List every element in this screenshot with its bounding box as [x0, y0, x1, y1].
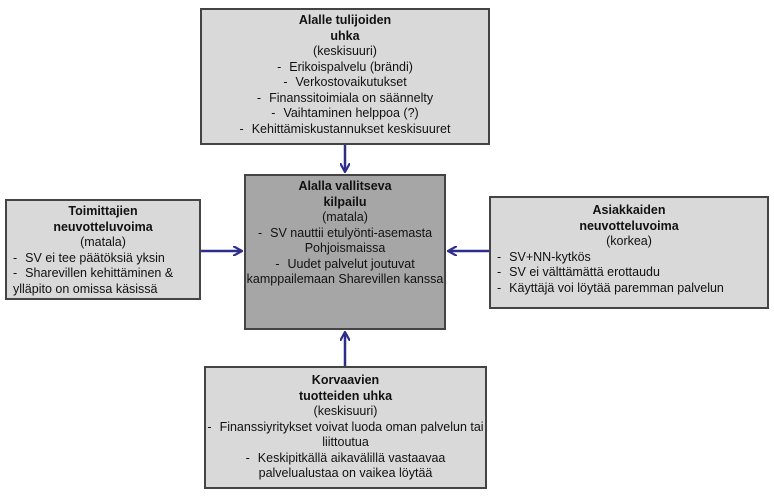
substitutes-title-1: Korvaavien	[311, 373, 380, 387]
new-entrants-box: Alalle tulijoiden uhka (keskisuuri) -Eri…	[200, 8, 490, 145]
rivalry-title-1: Alalla vallitseva	[298, 179, 392, 193]
substitutes-title-2: tuotteiden uhka	[298, 388, 393, 403]
substitutes-list: -Finanssiyritykset voivat luoda oman pal…	[206, 420, 485, 482]
list-item: -SV ei tee päätöksiä yksin	[13, 250, 165, 265]
supplier-power-level: (matala)	[80, 235, 126, 249]
list-item: -Erikoispalvelu (brändi)	[277, 59, 413, 74]
rivalry-title-2: kilpailu	[323, 194, 367, 209]
buyer-power-list: -SV+NN-kytkös -SV ei välttämättä erottau…	[491, 250, 767, 297]
list-item: -Finanssiyritykset voivat luoda oman pal…	[207, 419, 484, 450]
list-item: -Finanssitoimiala on säännelty	[256, 90, 434, 105]
new-entrants-list: -Erikoispalvelu (brändi) -Verkostovaikut…	[202, 60, 488, 138]
list-item: -Vaihtaminen helppoa (?)	[271, 106, 419, 120]
new-entrants-level: (keskisuuri)	[313, 44, 377, 58]
buyer-power-box: Asiakkaiden neuvotteluvoima (korkea) -SV…	[489, 196, 769, 309]
list-item: -Uudet palvelut joutuvat kamppailemaan S…	[246, 256, 444, 287]
list-item: -Keskipitkällä aikavälillä vastaavaa pal…	[245, 450, 446, 481]
supplier-power-title-2: neuvotteluvoima	[53, 219, 153, 234]
list-item: -Verkostovaikutukset	[283, 75, 407, 89]
buyer-power-title-1: Asiakkaiden	[592, 203, 666, 217]
supplier-power-title-1: Toimittajien	[68, 204, 138, 218]
list-item: -Kehittämiskustannukset keskisuuret	[239, 121, 451, 136]
new-entrants-title-2: uhka	[330, 28, 360, 43]
buyer-power-title-2: neuvotteluvoima	[579, 218, 679, 233]
supplier-power-box: Toimittajien neuvotteluvoima (matala) -S…	[5, 199, 201, 300]
substitutes-box: Korvaavien tuotteiden uhka (keskisuuri) …	[204, 366, 487, 489]
list-item: -SV nauttii etulyönti-asemasta Pohjoisma…	[257, 225, 433, 256]
supplier-power-list: -SV ei tee päätöksiä yksin -Sharevillen …	[7, 251, 199, 298]
rivalry-list: -SV nauttii etulyönti-asemasta Pohjoisma…	[246, 226, 444, 288]
substitutes-level: (keskisuuri)	[313, 404, 378, 418]
list-item: -SV+NN-kytkös	[497, 249, 591, 264]
new-entrants-title-1: Alalle tulijoiden	[298, 13, 392, 27]
rivalry-level: (matala)	[322, 210, 368, 224]
buyer-power-level: (korkea)	[606, 234, 652, 248]
list-item: -SV ei välttämättä erottaudu	[497, 265, 660, 279]
list-item: -Käyttäjä voi löytää paremman palvelun	[497, 280, 724, 295]
list-item: -Sharevillen kehittäminen & ylläpito on …	[13, 266, 174, 296]
rivalry-box: Alalla vallitseva kilpailu (matala) -SV …	[244, 174, 446, 330]
